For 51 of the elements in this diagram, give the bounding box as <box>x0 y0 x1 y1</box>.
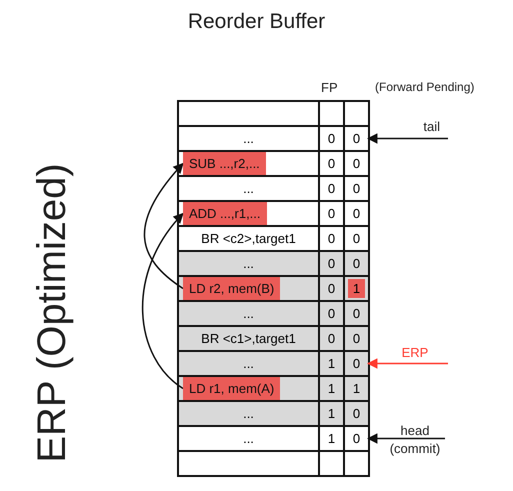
cell-text: 1 <box>326 405 336 423</box>
arrow <box>366 358 448 369</box>
instruction-box: SUB ...,r2,... <box>183 152 266 175</box>
cell-text: 0 <box>352 255 362 273</box>
instruction-text: BR <c1>,target1 <box>200 330 297 348</box>
cell-text: 0 <box>326 305 336 323</box>
arrow <box>366 433 445 444</box>
rotated-heading: ERP (Optimized) <box>29 162 75 465</box>
instruction-text: ... <box>242 255 255 273</box>
column-header: FP <box>321 80 338 95</box>
cell-text: 0 <box>326 230 336 248</box>
instruction-box: LD r1, mem(A) <box>183 377 280 400</box>
cell-text: 0 <box>345 351 368 376</box>
instruction-text: ... <box>242 305 255 323</box>
cell-text: 0 <box>326 205 336 223</box>
cell-text: 0 <box>352 205 362 223</box>
cell-text: 0 <box>326 280 336 298</box>
cell-text: 1 <box>326 355 336 373</box>
cell-text: 0 <box>352 330 362 348</box>
title: Reorder Buffer <box>186 10 326 34</box>
arrow <box>142 212 184 390</box>
cell-text: 1 <box>326 380 336 398</box>
arrow <box>366 133 448 144</box>
instruction-text: ... <box>242 405 255 423</box>
cell-text: 0 <box>345 426 368 451</box>
column-note: (Forward Pending) <box>375 80 474 94</box>
cell-text: 1 <box>352 380 362 398</box>
cell-text: 0 <box>326 155 336 173</box>
cell-text: 0 <box>345 126 368 151</box>
instruction-text: ... <box>242 180 255 198</box>
cell-text: 0 <box>352 230 362 248</box>
instruction-text: BR <c2>,target1 <box>200 230 297 248</box>
instruction-box: ADD ...,r1,... <box>183 202 267 225</box>
highlighted-cell: 1 <box>348 279 365 298</box>
cell-text: 0 <box>326 180 336 198</box>
pointer-label: ERP <box>385 343 448 363</box>
instruction-box: LD r2, mem(B) <box>183 277 280 300</box>
instruction-text: ... <box>242 355 255 373</box>
instruction-text: ... <box>242 430 255 448</box>
arrow <box>144 162 184 290</box>
cell-text: 0 <box>352 305 362 323</box>
cell-text: 1 <box>326 430 336 448</box>
cell-text: 0 <box>352 155 362 173</box>
cell-text: 0 <box>352 405 362 423</box>
cell-text: 0 <box>326 255 336 273</box>
instruction-text: ... <box>242 130 255 148</box>
pointer-label: head (commit) <box>385 422 445 458</box>
cell-text: 0 <box>326 130 336 148</box>
cell-text: 0 <box>326 330 336 348</box>
pointer-label: tail <box>385 117 448 137</box>
cell-text: 0 <box>352 180 362 198</box>
